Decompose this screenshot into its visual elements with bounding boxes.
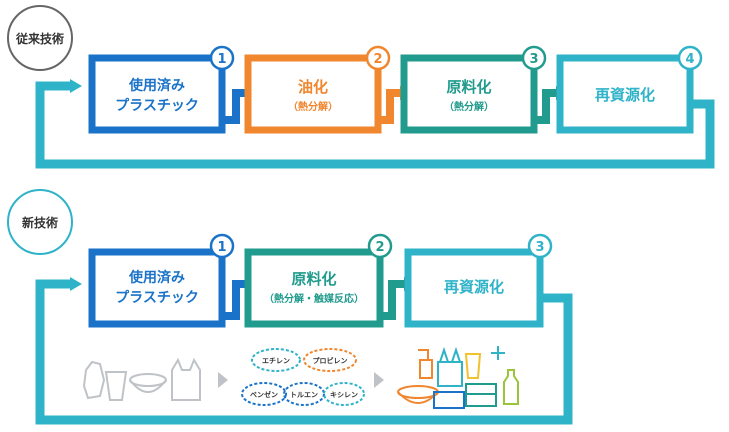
step-label-main: 再資源化: [444, 278, 504, 296]
new-connector-1-2: [222, 280, 250, 320]
conventional-step-4-box: [556, 54, 694, 134]
step-number: 3: [535, 240, 544, 255]
conventional-return-loop: [35, 81, 715, 169]
chemical-name: キシレン: [330, 391, 358, 399]
chemical-name: エチレン: [262, 357, 290, 365]
chevron-right-icon: [374, 372, 384, 388]
conventional-step-1-box: [88, 54, 226, 134]
chemical-blob-benzene: [241, 382, 287, 406]
step-label-main: 再資源化: [595, 86, 655, 104]
used-plastic-icons: [82, 357, 201, 401]
conventional-loop-arrowhead: [70, 79, 82, 93]
step-number-circle: [521, 45, 547, 71]
step-label-sub: （熱分解）: [288, 100, 338, 113]
bag-icon: [171, 357, 201, 401]
step-number-circle: [527, 233, 553, 259]
bowl-icon: [129, 373, 167, 387]
chemical-blob-ethylene: [251, 348, 301, 372]
conventional-section: 従来技術 1 2 3 4 使用済み プラスチック 油化 （熱分解） 原料化 （熱…: [7, 5, 715, 169]
step-label-main: 使用済み: [128, 77, 185, 94]
chemical-name: プロピレン: [313, 356, 348, 365]
step-number: 2: [375, 240, 384, 255]
step-number: 2: [373, 52, 382, 67]
step-label-sub: プラスチック: [115, 98, 199, 114]
step-label-sub: プラスチック: [115, 290, 199, 306]
new-step-1-box: [88, 248, 226, 328]
container-icon: [465, 383, 497, 407]
conventional-step-2-box: [244, 54, 382, 134]
chemical-name: トルエン: [290, 391, 318, 399]
new-label: 新技術: [22, 215, 58, 230]
cup-icon: [464, 353, 482, 379]
conventional-connector-3-4: [534, 89, 556, 124]
shopping-bag-icon: [437, 346, 463, 387]
new-return-loop: [35, 279, 573, 425]
step-label-sub: （熱分解）: [444, 100, 494, 113]
conventional-connector-2-3: [378, 89, 400, 124]
chemical-blobs: エチレン プロピレン ベンゼン トルエン キシレン: [241, 348, 365, 406]
step-number-circle: [365, 45, 391, 71]
new-badge: [7, 189, 73, 255]
egg-carton-icon: [433, 391, 465, 409]
bottle-icon: [503, 369, 519, 405]
recycled-product-icons: [397, 346, 519, 409]
new-loop-arrowhead: [70, 277, 82, 291]
step-label-main: 使用済み: [128, 269, 185, 286]
step-label-main: 原料化: [446, 78, 491, 96]
cup-icon: [104, 371, 128, 401]
chemical-blob-propylene: [303, 348, 357, 372]
conventional-step-3-box: [400, 54, 538, 134]
chevron-right-icon: [218, 372, 228, 388]
step-number: 1: [217, 240, 226, 255]
step-number: 4: [685, 52, 694, 67]
step-number-circle: [367, 233, 393, 259]
step-number: 1: [217, 52, 226, 67]
conventional-badge: [7, 5, 73, 71]
crushed-bottle-icon: [82, 360, 106, 400]
step-number-circle: [677, 45, 703, 71]
new-step-3-box: [404, 248, 544, 328]
washbasin-icon: [397, 385, 439, 399]
chemical-name: ベンゼン: [250, 390, 278, 399]
chemical-blob-toluene: [283, 382, 325, 406]
new-step-2-box: [244, 248, 384, 328]
step-number-circle: [209, 233, 235, 259]
chemical-blob-xylene: [323, 382, 365, 406]
step-label-sub: （熱分解・触媒反応）: [264, 292, 364, 305]
step-label-main: 原料化: [291, 270, 336, 288]
new-section: 新技術 1 2 3 使用済み プラスチック 原料化 （熱分解・触媒反応） 再資源…: [7, 189, 573, 425]
new-connector-2-3: [380, 280, 404, 320]
pump-bottle-icon: [418, 349, 433, 379]
step-number: 3: [529, 52, 538, 67]
sparkle-icon: [491, 346, 505, 360]
conventional-label: 従来技術: [15, 31, 64, 46]
bowl-icon-body: [129, 379, 167, 393]
step-number-circle: [209, 45, 235, 71]
step-label-main: 油化: [298, 78, 328, 96]
conventional-connector-1-2: [222, 89, 250, 124]
